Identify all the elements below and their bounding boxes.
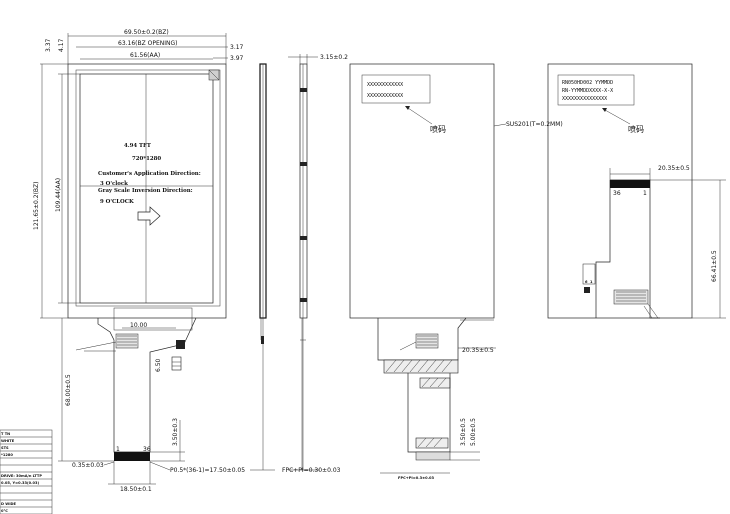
dim-outline-width: 69.50±0.2(BZ) xyxy=(124,29,169,36)
front-pin-first: 1 xyxy=(116,446,120,453)
spec-row-3: STS xyxy=(1,446,9,450)
back-view: XXXXXXXXXXXX XXXXXXXXXXXX 喷码 SUS201(T=0.… xyxy=(349,63,563,480)
front-view: 4.94 TFT 720*1280 Customer's Application… xyxy=(33,29,245,493)
back-dim-fpc-width: 20.35±0.5 xyxy=(462,347,494,354)
spec-row-1: T TN xyxy=(1,432,10,436)
dim-lead-width: 0.35±0.03 xyxy=(72,462,104,469)
dim-right-second: 3.97 xyxy=(230,55,244,62)
dim-fpc-offset: 6.50 xyxy=(155,358,162,372)
dim-pitch: P0.5*(36-1)=17.50±0.05 xyxy=(170,467,245,474)
dim-fpc-width: 10.00 xyxy=(130,322,147,329)
rear-marking-line-3: XXXXXXXXXXXXXXX xyxy=(562,96,607,102)
app-direction-value: 3 O'clock xyxy=(100,181,128,187)
dim-aa-width: 61.56(AA) xyxy=(130,52,160,59)
spec-row-7: DRIVE: 30mA/n LTTP xyxy=(1,474,42,478)
back-stiffener xyxy=(383,359,459,374)
rear-fpc-pad xyxy=(582,263,596,285)
back-plate-note: SUS201(T=0.2MM) xyxy=(506,121,563,128)
spec-row-11: D WIDE xyxy=(1,502,17,506)
rear-fpc-top-connector xyxy=(610,180,650,188)
spec-row-4: *1280 xyxy=(1,453,13,457)
back-dim-small-note: FPC+PI=0.3±0.03 xyxy=(398,476,434,480)
dim-outline-height: 121.65±0.2(BZ) xyxy=(33,182,40,230)
back-stiffener-2 xyxy=(419,377,451,389)
direction-arrow-icon xyxy=(137,206,161,226)
dim-fpc-pi-thickness: FPC+PI=0.30±0.03 xyxy=(282,467,341,474)
rear-marking-line-1: RN050HD002 YYMMDD xyxy=(562,80,613,86)
dim-bz-opening: 63.16(BZ OPENING) xyxy=(118,40,178,47)
back-label-code-2: XXXXXXXXXXXX xyxy=(367,93,403,99)
back-fpc-end xyxy=(415,437,449,449)
spec-row-12: 0°C xyxy=(1,509,8,513)
front-fpc-component-2 xyxy=(171,356,182,371)
side-lcd-body xyxy=(299,63,308,319)
back-dim-fpc-end-1: 3.50±0.5 xyxy=(460,418,467,446)
dim-aa-height: 109.44(AA) xyxy=(55,178,62,212)
panel-size-label: 4.94 TFT xyxy=(124,143,151,149)
rear-marking-box xyxy=(557,74,635,106)
inversion-direction-label: Gray Scale Inversion Direction: xyxy=(98,188,193,194)
rear-pin-row-a: 6 xyxy=(585,280,588,284)
front-active-area xyxy=(79,73,214,304)
rear-marking-line-2: RN-YYMMDDXXXX-X-X xyxy=(562,88,613,94)
dim-left-top: 3.37 xyxy=(45,38,52,52)
dim-left-second: 4.17 xyxy=(58,38,65,52)
app-direction-label: Customer's Application Direction: xyxy=(98,171,201,177)
side-view-profile xyxy=(250,63,275,471)
dim-thickness: 3.15±0.2 xyxy=(320,54,348,61)
rear-label-cn: 喷码 xyxy=(628,124,644,134)
rear-fpc-connector xyxy=(613,289,649,305)
rear-pin-row-b: 1 xyxy=(590,280,593,284)
front-pin-last: 36 xyxy=(143,446,151,453)
spec-row-8: 0.05, Y=0.33(0.03) xyxy=(1,481,39,485)
dim-fpc-total: 68.00±0.5 xyxy=(65,374,72,406)
rear-dim-fpc-width: 20.35±0.5 xyxy=(658,165,690,172)
front-fpc-end xyxy=(114,452,150,461)
spec-table: T TN WHITE STS *1280 DRIVE: 30mA/n LTTP … xyxy=(0,429,53,514)
rear-outline xyxy=(547,63,693,319)
front-fpc-component xyxy=(176,340,185,349)
rear-pin-first: 1 xyxy=(643,190,647,197)
front-bezel-opening xyxy=(75,69,221,307)
back-dim-fpc-end-2: 5.00±0.5 xyxy=(470,418,477,446)
front-fpc-connector-pad xyxy=(115,333,139,349)
front-fpc xyxy=(97,317,197,453)
back-label-cn: 喷码 xyxy=(430,124,446,134)
spec-row-2: WHITE xyxy=(1,439,15,443)
rear-view: RN050HD002 YYMMDD RN-YYMMDDXXXX-X-X XXXX… xyxy=(547,63,726,319)
back-label-box xyxy=(361,74,431,104)
front-fpc-tail xyxy=(113,307,193,331)
back-outline xyxy=(349,63,495,319)
rear-pin-last: 36 xyxy=(613,190,621,197)
rear-dim-fpc-height: 66.41±0.5 xyxy=(711,250,718,282)
dim-fpc-end: 3.50±0.3 xyxy=(172,418,179,446)
dim-right-top: 3.17 xyxy=(230,44,244,51)
back-fpc-connector xyxy=(415,333,439,349)
inversion-direction-value: 9 O'CLOCK xyxy=(100,199,134,205)
side-view: 3.15±0.2 FPC+PI=0.30±0.03 xyxy=(282,54,348,474)
front-outline xyxy=(67,63,227,319)
panel-resolution-label: 720*1280 xyxy=(132,156,161,162)
dim-connector-width: 18.50±0.1 xyxy=(120,486,152,493)
back-label-code-1: XXXXXXXXXXXX xyxy=(367,82,403,88)
